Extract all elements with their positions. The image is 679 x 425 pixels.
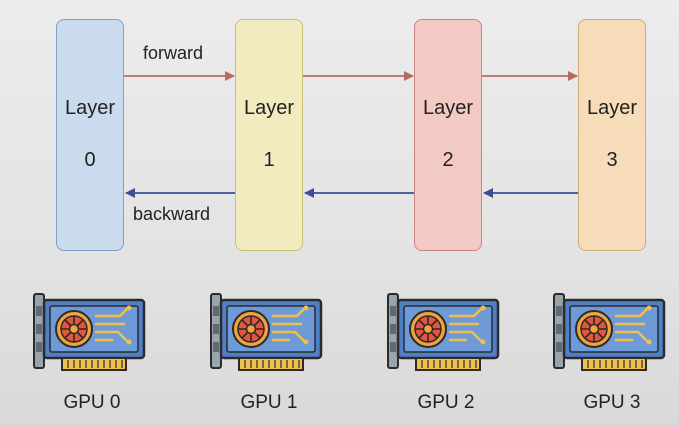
- layer-title: Layer: [64, 97, 116, 119]
- layer-title: Layer: [422, 97, 474, 119]
- layer-title: Layer: [243, 97, 295, 119]
- backward-label: backward: [133, 204, 211, 224]
- layer-number: 2: [442, 149, 454, 171]
- gpu-label-1: GPU 1: [240, 392, 298, 413]
- gpu-icon: [386, 290, 506, 380]
- gpu-icon: [32, 290, 152, 380]
- forward-label: forward: [143, 43, 204, 63]
- layer-box-3: Layer 3: [578, 19, 646, 251]
- gpu-label-3: GPU 3: [583, 392, 641, 413]
- layer-number: 0: [84, 149, 96, 171]
- gpu-label-2: GPU 2: [417, 392, 475, 413]
- layer-number: 1: [263, 149, 275, 171]
- layer-box-0: Layer 0: [56, 19, 124, 251]
- layer-box-1: Layer 1: [235, 19, 303, 251]
- gpu-icon: [552, 290, 672, 380]
- layer-number: 3: [606, 149, 618, 171]
- gpu-icon: [209, 290, 329, 380]
- layer-box-2: Layer 2: [414, 19, 482, 251]
- layer-title: Layer: [586, 97, 638, 119]
- gpu-label-0: GPU 0: [63, 392, 121, 413]
